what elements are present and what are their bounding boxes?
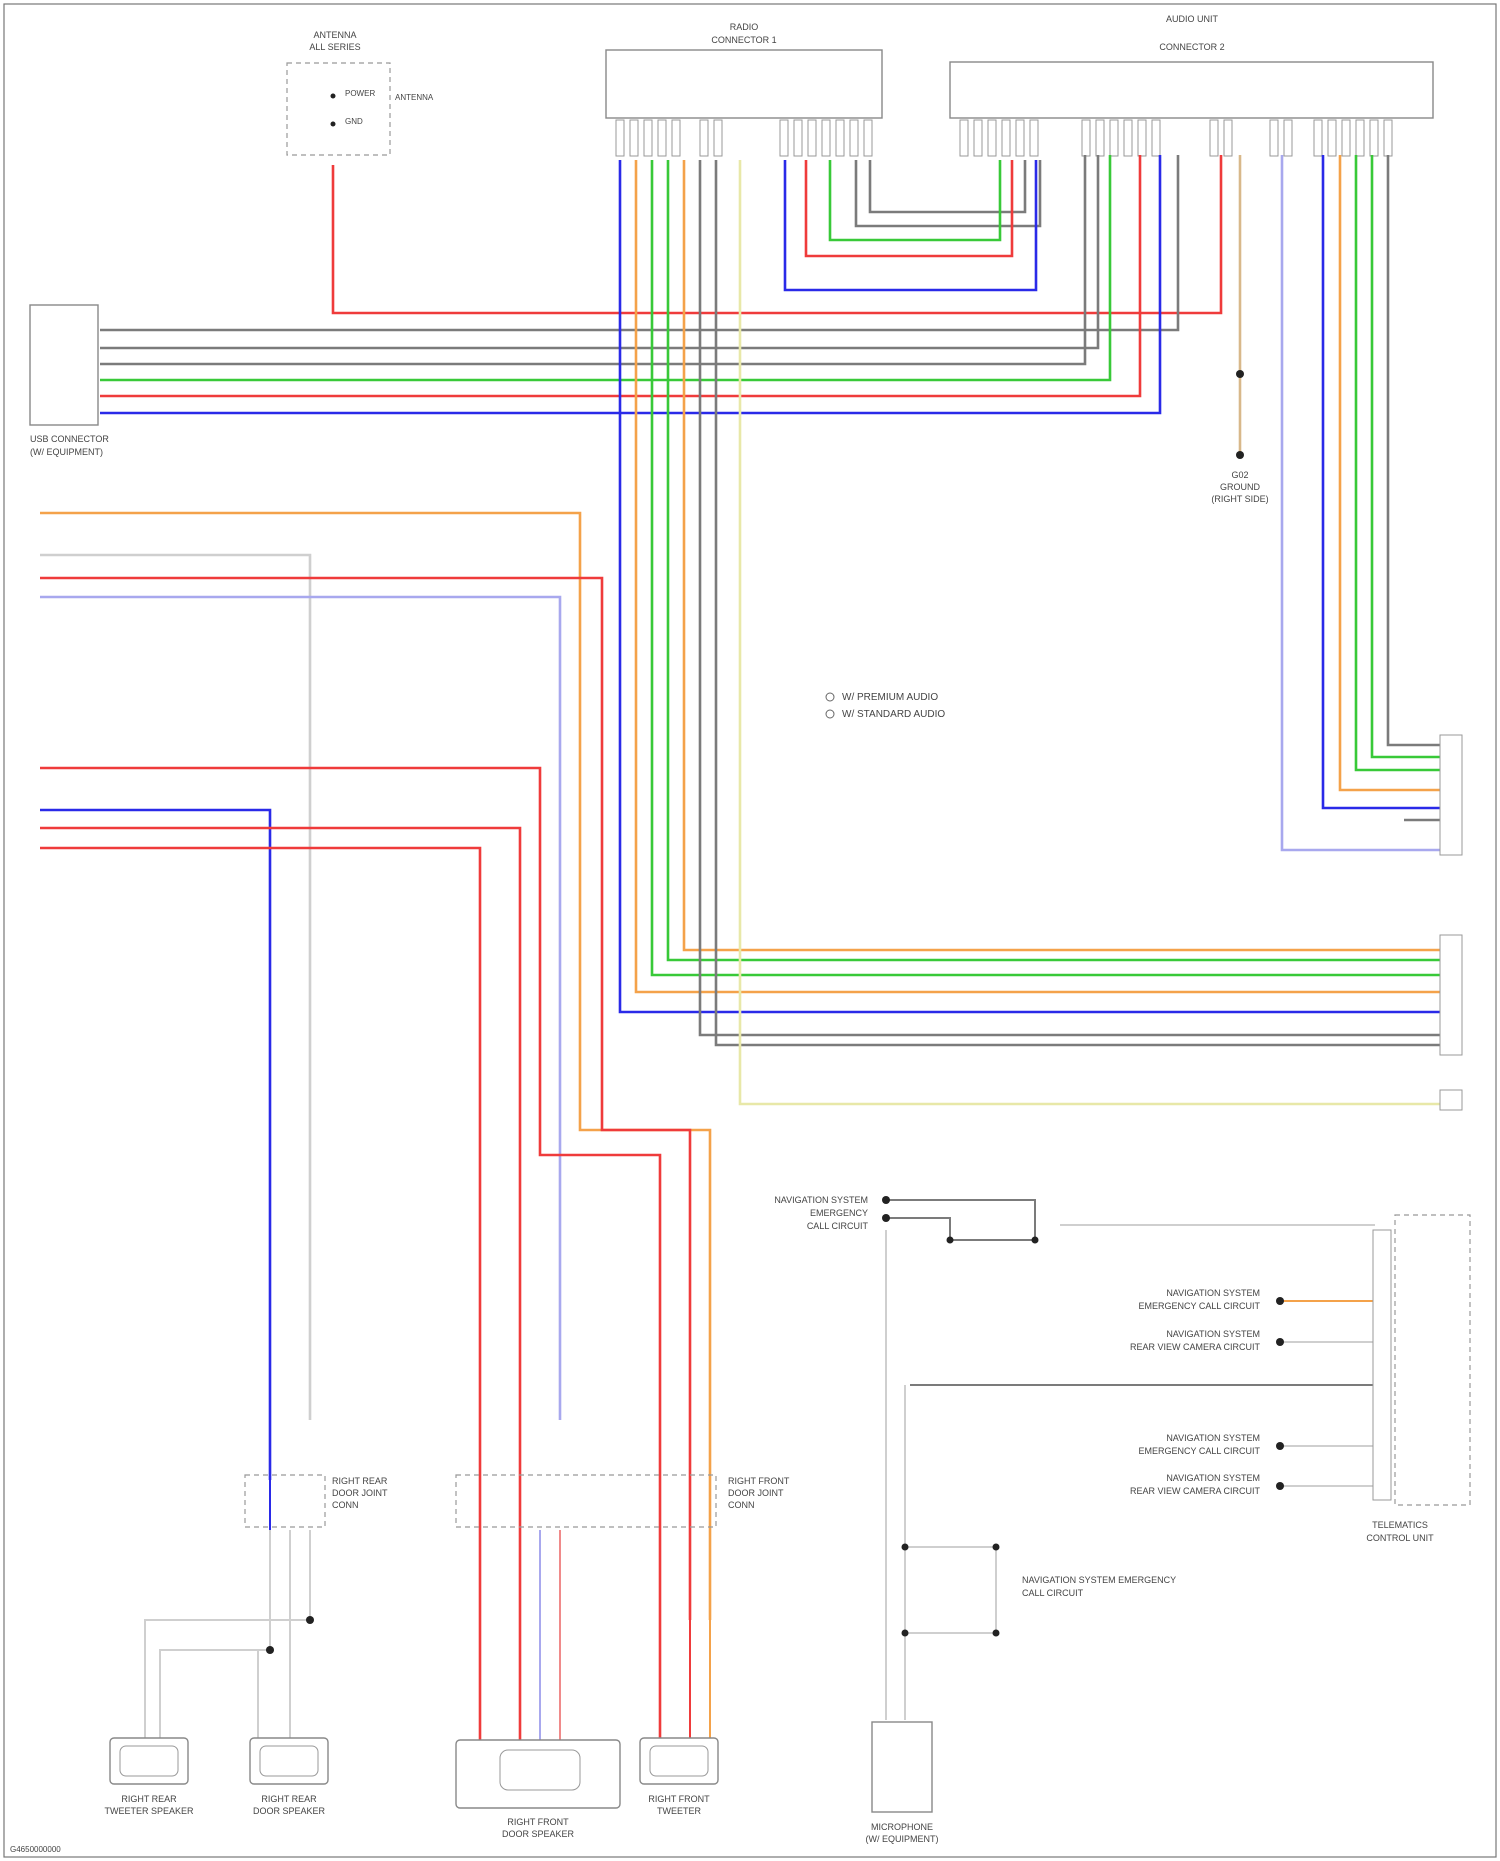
wires-main-bundle	[620, 160, 1440, 1104]
ground-label-1: G02	[1231, 470, 1248, 480]
speaker-rr-tweeter-label-1: RIGHT REAR	[121, 1794, 177, 1804]
speaker-rf-door	[456, 1740, 620, 1808]
usb-connector-label-1: USB CONNECTOR	[30, 434, 109, 444]
wires-door-to-speakers	[145, 1480, 710, 1745]
diagram-frame	[4, 4, 1496, 1857]
audio-unit-connector-2-title-2: CONNECTOR 2	[1159, 42, 1224, 52]
speaker-rr-tweeter	[110, 1738, 188, 1784]
nav-top-label-3: CALL CIRCUIT	[807, 1221, 869, 1231]
radio-connector-1-title-2: CONNECTOR 1	[711, 35, 776, 45]
nav-link-3-b: EMERGENCY CALL CIRCUIT	[1138, 1446, 1260, 1456]
usb-connector-label-2: (W/ EQUIPMENT)	[30, 447, 103, 457]
telematics-label-2: CONTROL UNIT	[1366, 1533, 1434, 1543]
nav-link-4-a: NAVIGATION SYSTEM	[1166, 1473, 1260, 1483]
connector-pins	[616, 120, 1392, 156]
usb-connector	[30, 305, 98, 425]
nav-link-1-b: EMERGENCY CALL CIRCUIT	[1138, 1301, 1260, 1311]
nav-top-label-1: NAVIGATION SYSTEM	[774, 1195, 868, 1205]
nav-emergency-label-1: NAVIGATION SYSTEM EMERGENCY	[1022, 1575, 1176, 1585]
microphone	[872, 1722, 932, 1812]
antenna-pin-gnd: GND	[345, 117, 363, 126]
nav-link-4-b: REAR VIEW CAMERA CIRCUIT	[1130, 1486, 1261, 1496]
ground-label-2: GROUND	[1220, 482, 1260, 492]
legend-premium: W/ PREMIUM AUDIO	[842, 692, 938, 703]
audio-unit-connector-2	[950, 62, 1433, 118]
rr-door-label-2: DOOR JOINT	[332, 1488, 388, 1498]
microphone-label-2: (W/ EQUIPMENT)	[866, 1834, 939, 1844]
nav-link-1-a: NAVIGATION SYSTEM	[1166, 1288, 1260, 1298]
wires-right-bundle	[1282, 155, 1440, 850]
antenna-module-title-1: ANTENNA	[313, 30, 356, 40]
rr-door-label-3: CONN	[332, 1500, 359, 1510]
audio-unit-connector-2-title-1: AUDIO UNIT	[1166, 14, 1219, 24]
antenna-module	[287, 63, 390, 155]
legend-standard: W/ STANDARD AUDIO	[842, 709, 945, 720]
rf-door-label-3: CONN	[728, 1500, 755, 1510]
speaker-rf-tweeter	[640, 1738, 718, 1784]
speaker-rr-door	[250, 1738, 328, 1784]
speaker-rr-door-label-2: DOOR SPEAKER	[253, 1806, 326, 1816]
speaker-rf-door-label-1: RIGHT FRONT	[507, 1817, 569, 1827]
telematics-label-1: TELEMATICS	[1372, 1520, 1428, 1530]
speaker-rf-tweeter-label-2: TWEETER	[657, 1806, 701, 1816]
nav-top-label-2: EMERGENCY	[810, 1208, 868, 1218]
speaker-rr-tweeter-label-2: TWEETER SPEAKER	[104, 1806, 194, 1816]
radio-connector-1	[606, 50, 882, 118]
speaker-rr-door-label-1: RIGHT REAR	[261, 1794, 317, 1804]
nav-link-2-a: NAVIGATION SYSTEM	[1166, 1329, 1260, 1339]
rr-door-label-1: RIGHT REAR	[332, 1476, 388, 1486]
wires-speakers	[40, 513, 710, 1760]
antenna-pin-antenna: ANTENNA	[395, 93, 434, 102]
antenna-pin-power: POWER	[345, 89, 375, 98]
rf-door-label-2: DOOR JOINT	[728, 1488, 784, 1498]
right-terminals	[1440, 735, 1462, 1110]
ground-label-3: (RIGHT SIDE)	[1211, 494, 1268, 504]
speaker-rf-tweeter-label-1: RIGHT FRONT	[648, 1794, 710, 1804]
wires-microphone	[886, 1200, 1375, 1720]
wires-top	[100, 155, 1240, 455]
telematics-control-unit	[1395, 1215, 1470, 1505]
rf-door-label-1: RIGHT FRONT	[728, 1476, 790, 1486]
diagram-footnote: G4650000000	[10, 1845, 61, 1854]
microphone-label-1: MICROPHONE	[871, 1822, 933, 1832]
rr-door-joint-connector	[245, 1475, 325, 1527]
rf-door-joint-connector	[456, 1475, 716, 1527]
legend: W/ PREMIUM AUDIO W/ STANDARD AUDIO	[826, 692, 945, 720]
speaker-rf-door-label-2: DOOR SPEAKER	[502, 1829, 575, 1839]
antenna-module-title-2: ALL SERIES	[309, 42, 360, 52]
nav-link-2-b: REAR VIEW CAMERA CIRCUIT	[1130, 1342, 1261, 1352]
radio-connector-1-title-1: RADIO	[730, 22, 759, 32]
nav-emergency-label-2: CALL CIRCUIT	[1022, 1588, 1084, 1598]
telematics-pins	[1373, 1230, 1391, 1500]
nav-link-3-a: NAVIGATION SYSTEM	[1166, 1433, 1260, 1443]
